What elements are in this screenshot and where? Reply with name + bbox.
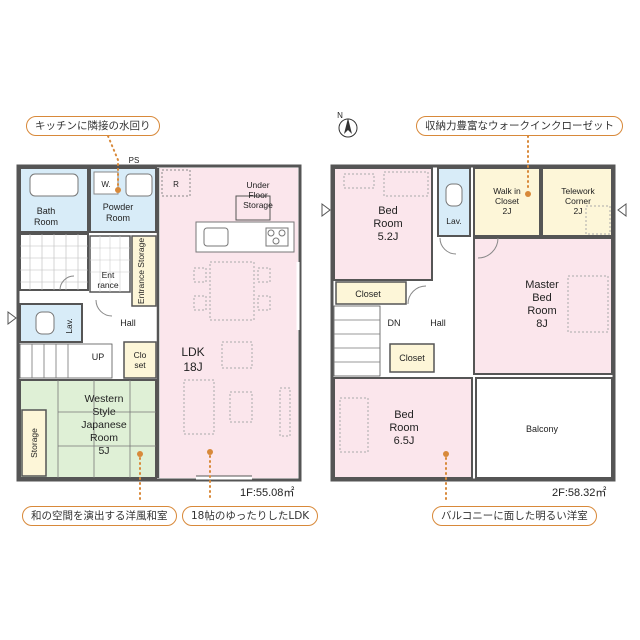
bedroom-6-5: [333, 377, 473, 479]
callout-kitchen-water: キッチンに隣接の水回り: [26, 116, 160, 136]
floor-2: [321, 164, 627, 482]
kitchen-sink: [203, 227, 229, 247]
window-arrow-icon: [617, 203, 627, 217]
up-label: UP: [92, 352, 105, 362]
tv-board: [279, 387, 291, 437]
tatami-lines: [57, 380, 156, 478]
desk-5-2: [383, 171, 429, 197]
bed-6-5: [339, 397, 369, 453]
dining-chair: [257, 267, 271, 283]
hall-1f-label: Hall: [120, 318, 136, 328]
callout-japanese-room: 和の空間を演出する洋風和室: [22, 506, 177, 526]
dining-table: [209, 261, 255, 321]
floor-1: [7, 164, 302, 482]
stairs-1f: [19, 343, 113, 379]
fridge-label: R: [173, 180, 179, 189]
lavatory-2f-label: Lav.: [446, 216, 461, 226]
entrance-tiles: [90, 236, 130, 292]
windows-1f: [196, 262, 300, 480]
bedroom-5-2: [333, 167, 433, 281]
toilet-1f: [35, 311, 55, 335]
closet-1f: [123, 341, 157, 379]
storage-1f-label: Storage: [29, 428, 39, 458]
telework-corner: [541, 167, 613, 237]
hall-2f-label: Hall: [430, 318, 446, 328]
floor-2-area-label: 2F:58.32㎡: [552, 487, 607, 499]
door-arc: [59, 275, 75, 291]
closet-b-label: Closet: [399, 353, 425, 363]
bathtub: [29, 173, 79, 197]
dining-chair: [257, 295, 271, 311]
dn-label: DN: [388, 318, 401, 328]
side-table: [229, 391, 253, 423]
callout-leaders: [107, 135, 529, 501]
master-bedroom: [473, 237, 613, 375]
under-floor-storage: [235, 195, 271, 221]
callout-balcony-room: バルコニーに面した明るい洋室: [432, 506, 597, 526]
north-compass: N: [337, 111, 358, 138]
dining-chair: [193, 295, 207, 311]
door-arc: [95, 299, 113, 317]
entrance-storage: [131, 235, 157, 307]
washbasin: [125, 173, 153, 197]
toilet-2f: [445, 183, 463, 207]
balcony-label: Balcony: [526, 424, 559, 434]
callout-ldk: 18帖のゆったりしたLDK: [182, 506, 319, 526]
telework-desk: [585, 205, 611, 235]
door-arc: [407, 285, 427, 305]
closet-b-2f: [389, 343, 435, 373]
callout-walkin-storage: 収納力豊富なウォークインクローゼット: [416, 116, 623, 136]
floor-1-area-label: 1F:55.08㎡: [240, 487, 295, 499]
callout-dots: [115, 187, 531, 457]
window-arrow-icon: [321, 203, 331, 217]
walk-in-closet: [473, 167, 541, 237]
master-bed: [567, 275, 609, 333]
stove: [265, 227, 289, 247]
stove-burner: [272, 237, 280, 245]
sofa: [183, 379, 215, 435]
storage-1f: [21, 409, 47, 477]
stairs-2f: [333, 305, 381, 377]
closet-a-label: Closet: [355, 289, 381, 299]
bed-5-2: [343, 173, 375, 189]
fridge-space: [161, 169, 191, 197]
ldk-area: [160, 168, 298, 478]
stove-burner: [267, 229, 275, 237]
door-arc: [477, 237, 499, 259]
entrance-storage-label: Entrance Storage: [136, 238, 146, 304]
washer-label: W.: [101, 180, 110, 189]
balcony: [475, 377, 613, 479]
ps-label: PS: [129, 156, 140, 165]
tile-grid: [20, 234, 88, 290]
dining-chair: [193, 267, 207, 283]
compass-north-label: N: [337, 111, 343, 120]
closet-a-2f: [335, 281, 407, 305]
entry-arrow-icon: [7, 311, 17, 325]
door-arc: [439, 237, 457, 255]
stove-burner: [278, 229, 286, 237]
lavatory-1f-label: Lav.: [64, 318, 74, 333]
